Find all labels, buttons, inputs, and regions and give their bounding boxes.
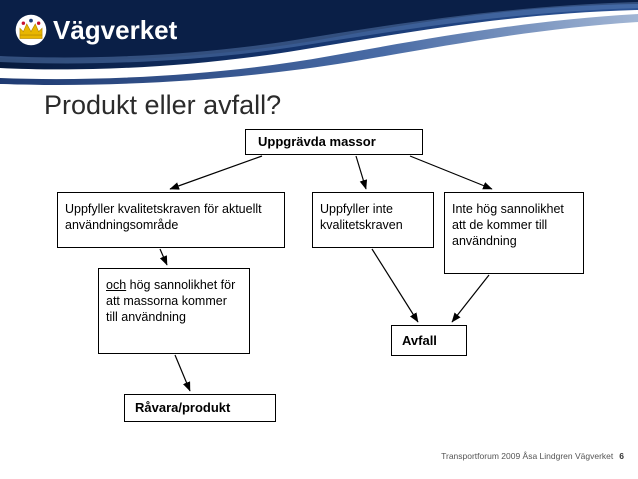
crown-icon bbox=[15, 14, 47, 46]
footer-page-number: 6 bbox=[619, 451, 624, 461]
node-och-hog-sannolikhet[interactable]: och hög sannolikhet för att massorna kom… bbox=[98, 268, 250, 354]
footer-text: Transportforum 2009 Åsa Lindgren Vägverk… bbox=[441, 451, 614, 461]
node-ravara-produkt[interactable]: Råvara/produkt bbox=[124, 394, 276, 422]
node-uppfyller-kvalitetskraven[interactable]: Uppfyller kvalitetskraven för aktuellt a… bbox=[57, 192, 285, 248]
node-avfall[interactable]: Avfall bbox=[391, 325, 467, 356]
footer: Transportforum 2009 Åsa Lindgren Vägverk… bbox=[441, 451, 624, 461]
node-inte-hog-sannolikhet[interactable]: Inte hög sannolikhet att de kommer till … bbox=[444, 192, 584, 274]
logo-text: Vägverket bbox=[53, 14, 178, 45]
page-title: Produkt eller avfall? bbox=[44, 90, 282, 120]
node-och-hog-prefix: och bbox=[106, 278, 127, 292]
node-uppgravda-massor[interactable]: Uppgrävda massor bbox=[245, 129, 423, 155]
node-uppfyller-inte-kvalitetskraven[interactable]: Uppfyller inte kvalitetskraven bbox=[312, 192, 434, 248]
header-banner: Vägverket bbox=[0, 0, 638, 86]
node-och-hog-text: hög sannolikhet för att massorna kommer … bbox=[106, 278, 236, 324]
logo: Vägverket bbox=[14, 10, 177, 50]
